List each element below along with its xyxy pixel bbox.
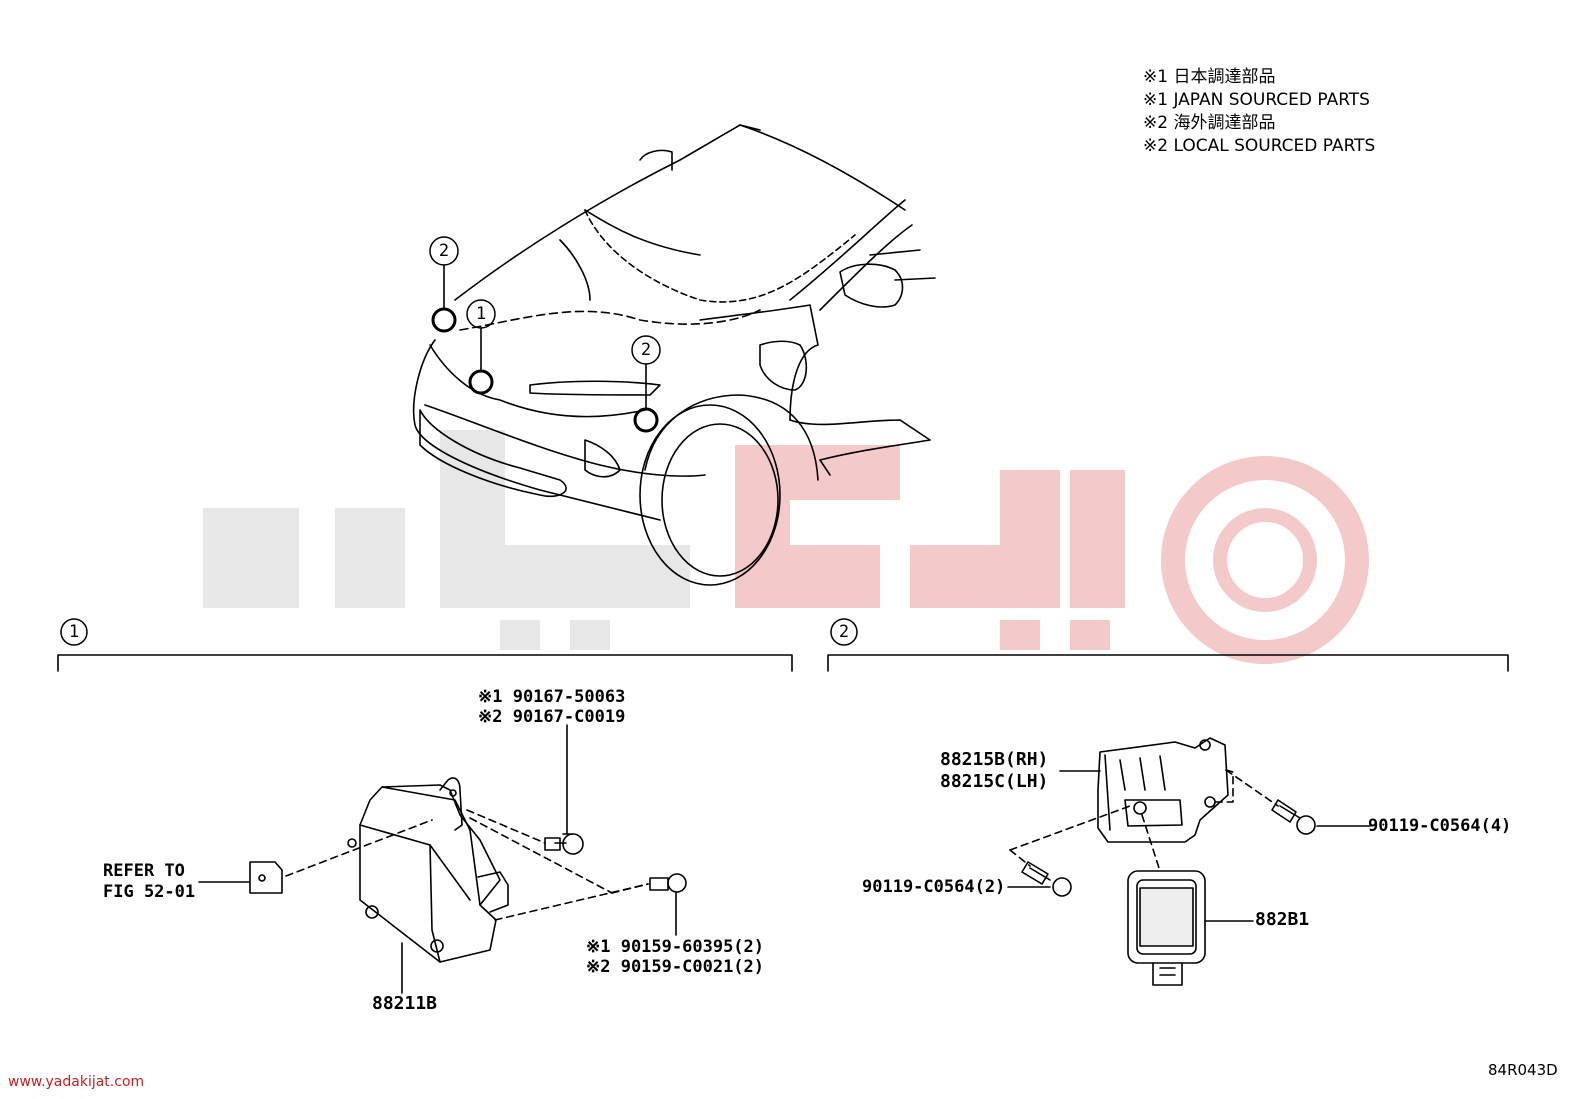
bolt-right-label-2: ※2 90159-C0021(2) [586, 957, 765, 977]
legend-line: ※1 JAPAN SOURCED PARTS [1143, 90, 1370, 110]
refer-label-1: REFER TO [103, 861, 185, 881]
legend-line: ※2 LOCAL SOURCED PARTS [1143, 136, 1376, 156]
group2-callout: 2 [838, 622, 850, 642]
callout-2-lower: 2 [640, 340, 652, 360]
legend-line: ※2 海外調達部品 [1143, 113, 1276, 133]
sensor-lh-label: 88215C(LH) [940, 771, 1049, 792]
group1-callout: 1 [68, 622, 80, 642]
source-url[interactable]: www.yadakijat.com [8, 1074, 145, 1090]
bolt-top-label-1: ※1 90167-50063 [478, 687, 626, 707]
group2-art [1007, 737, 1371, 986]
callout-2-upper: 2 [438, 241, 450, 261]
figure-code: 84R043D [1488, 1061, 1558, 1079]
legend-line: ※1 日本調達部品 [1143, 67, 1276, 87]
refer-label-2: FIG 52-01 [103, 882, 196, 902]
group1-art [198, 724, 687, 994]
sourcing-legend: ※1 日本調達部品 ※1 JAPAN SOURCED PARTS ※2 海外調達… [1143, 66, 1375, 158]
bolt-4-label: 90119-C0564(4) [1368, 816, 1512, 836]
part-label-88211B: 88211B [372, 993, 438, 1014]
vehicle-outline [412, 124, 936, 586]
bolt-right-label-1: ※1 90159-60395(2) [586, 937, 765, 957]
cover-label-882B1: 882B1 [1255, 909, 1310, 930]
sensor-rh-label: 88215B(RH) [940, 749, 1049, 770]
group-brackets [57, 618, 1509, 672]
bolt-2-label: 90119-C0564(2) [862, 877, 1006, 897]
callout-1-center: 1 [475, 304, 487, 324]
bolt-top-label-2: ※2 90167-C0019 [478, 707, 626, 727]
